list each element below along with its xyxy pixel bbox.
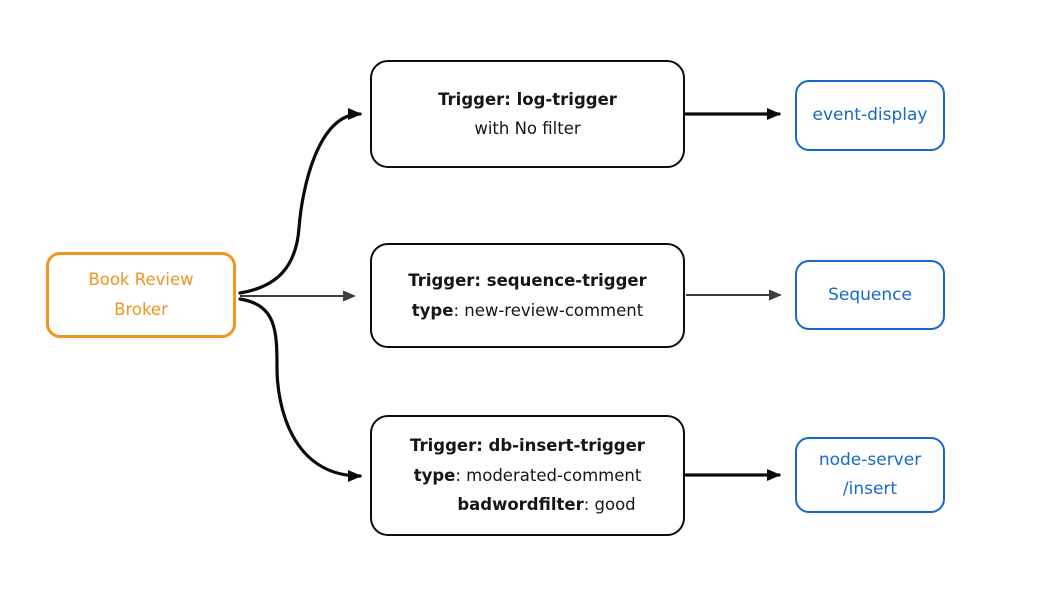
edge-broker-to-log-trigger xyxy=(238,108,362,295)
sink-node-sequence: Sequence xyxy=(795,260,945,330)
broker-node: Book Review Broker xyxy=(46,252,236,338)
node-label-line: Trigger: sequence-trigger xyxy=(408,266,647,296)
node-label-line: type: new-review-comment xyxy=(412,296,643,326)
trigger-node-log-trigger: Trigger: log-trigger with No filter xyxy=(370,60,685,168)
label-segment-bold: Trigger: log-trigger xyxy=(438,89,617,109)
label-segment: with No filter xyxy=(474,119,581,138)
label-segment: : good xyxy=(583,495,636,515)
label-segment-bold: badwordfilter xyxy=(457,495,584,515)
sink-label-line: event-display xyxy=(812,105,928,125)
broker-label-line: Broker xyxy=(114,300,168,319)
node-label-line: Trigger: db-insert-trigger xyxy=(410,431,645,461)
label-segment-bold: type xyxy=(411,300,454,320)
node-label-line: type: moderated-comment xyxy=(414,461,642,491)
label-segment-bold: Trigger: sequence-trigger xyxy=(408,271,647,290)
sink-label-line: node-server xyxy=(818,450,922,470)
label-segment-bold: Trigger: db-insert-trigger xyxy=(410,436,645,456)
label-segment-bold: type xyxy=(413,465,456,485)
sink-node-event-display: event-display xyxy=(795,80,945,151)
broker-label-line: Book Review xyxy=(88,270,194,289)
trigger-node-db-insert-trigger: Trigger: db-insert-trigger type: moderate… xyxy=(370,415,685,536)
label-segment: : moderated-comment xyxy=(455,465,642,485)
node-label-line: Trigger: log-trigger xyxy=(438,85,617,115)
label-segment: : new-review-comment xyxy=(453,300,644,320)
sink-node-node-server-insert: node-server /insert xyxy=(795,437,945,513)
edge-broker-to-db-insert-trigger xyxy=(238,297,362,482)
sink-label-line: /insert xyxy=(842,479,898,499)
node-label-line: with No filter xyxy=(474,114,580,144)
node-label-line: badwordfilter: good xyxy=(457,490,635,520)
trigger-node-sequence-trigger: Trigger: sequence-trigger type: new-revie… xyxy=(370,243,685,348)
sink-label-line: Sequence xyxy=(828,284,912,305)
